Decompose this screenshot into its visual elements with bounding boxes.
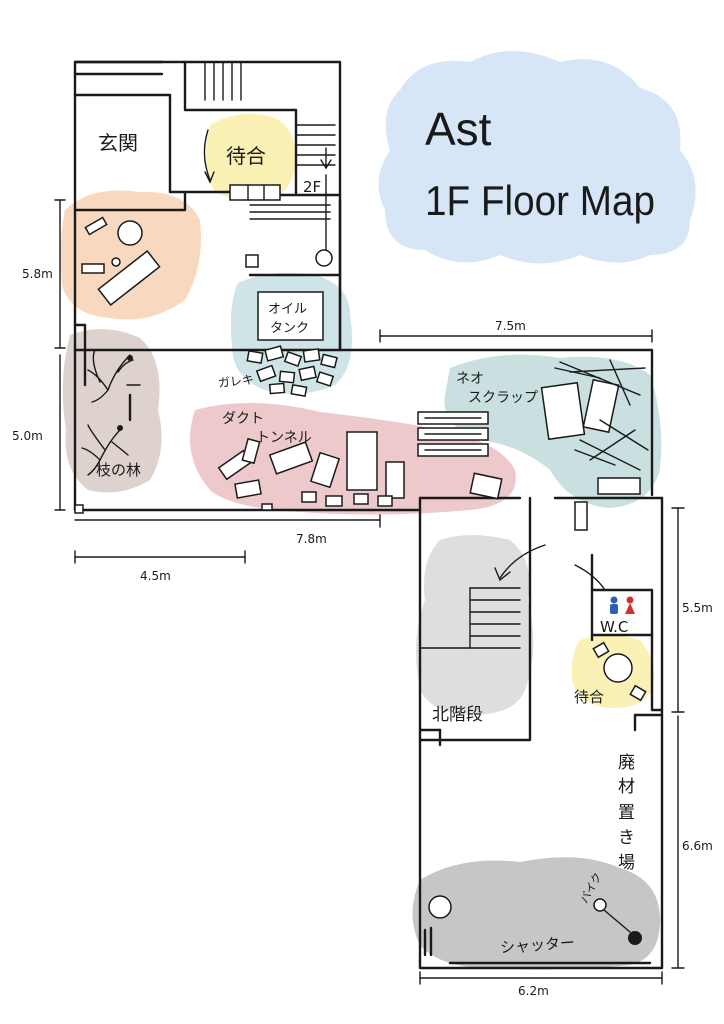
label-waiting-top: 待合 [226,144,266,168]
label-scrap-storage-1: 廃 [618,753,635,773]
label-waiting-bottom: 待合 [574,688,604,706]
label-scrap-storage-5: 場 [618,853,635,873]
shutter-zone [412,857,660,970]
label-neo-scrap-1: ネオ [456,371,484,387]
map-title-line1: Ast [425,103,492,155]
label-duct-tunnel-2: トンネル [256,430,312,446]
walls [73,60,664,970]
label-north-stairs: 北階段 [432,705,483,725]
dim-7-5: 7.5m [495,319,526,333]
stairs-top [203,61,336,220]
label-scrap-storage-3: 置 [618,803,635,823]
label-oil-tank-2: タンク [270,321,309,336]
label-branch-forest: 枝の林 [96,461,141,479]
dim-7-8: 7.8m [296,532,327,546]
dim-6-6: 6.6m [682,839,713,853]
waiting-zone-top [206,113,296,201]
label-oil-tank-1: オイル [268,302,307,317]
label-scrap-storage-2: 材 [618,777,635,797]
furniture [74,174,652,965]
dim-5-0: 5.0m [12,429,43,443]
north-stairs-zone [416,535,534,715]
title-cloud [378,51,696,264]
dimension-lines [54,199,685,985]
dim-4-5: 4.5m [140,569,171,583]
stairs-north [419,544,546,649]
map-title-line2: 1F Floor Map [425,177,655,224]
label-wc: W.C [600,618,628,636]
label-second-floor: 2F [303,178,321,196]
label-rubble: ガレキ [217,373,254,391]
label-shutter: シャッター [499,934,575,957]
label-neo-scrap-2: スクラップ [468,390,538,406]
dim-5-5: 5.5m [682,601,713,615]
label-scrap-storage-4: き [618,828,635,848]
dim-5-8: 5.8m [22,267,53,281]
label-duct-tunnel-1: ダクト [222,411,264,427]
dim-6-2: 6.2m [518,984,549,998]
label-entrance: 玄関 [98,131,138,155]
